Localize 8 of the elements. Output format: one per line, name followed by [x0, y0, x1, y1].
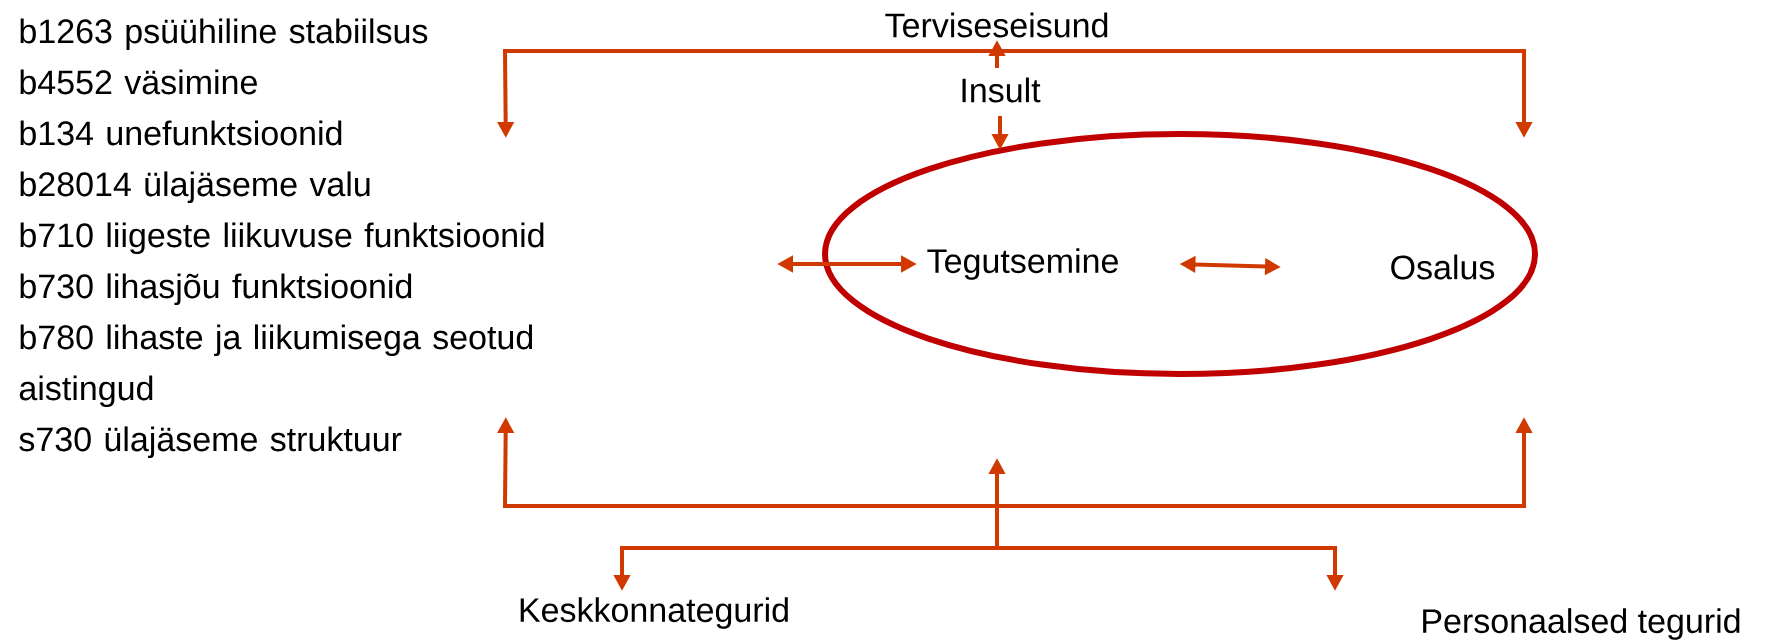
factor-text: Personaalsed tegurid [1423, 608, 1740, 640]
heading-text: Terviseseisund [885, 12, 1108, 38]
component-text: Tegutsemine [927, 248, 1118, 280]
cause-text: Insult [962, 77, 1041, 103]
component-text: Osalus [1391, 254, 1495, 280]
ellipse-shape [822, 131, 1538, 377]
factor-text: Keskkonnategurid [520, 597, 788, 629]
code-list: b1263 psüühiline stabiilsus b4552 väsimine b134 unefunktsioonid b28014 ülajäseme valu b710 liigeste liikuvuse funktsioonid b730 lihasjõu funktsioonid b780 lihaste ja liikumisega seotud aistingud s730 ülajäseme struktuur [19, 18, 544, 459]
